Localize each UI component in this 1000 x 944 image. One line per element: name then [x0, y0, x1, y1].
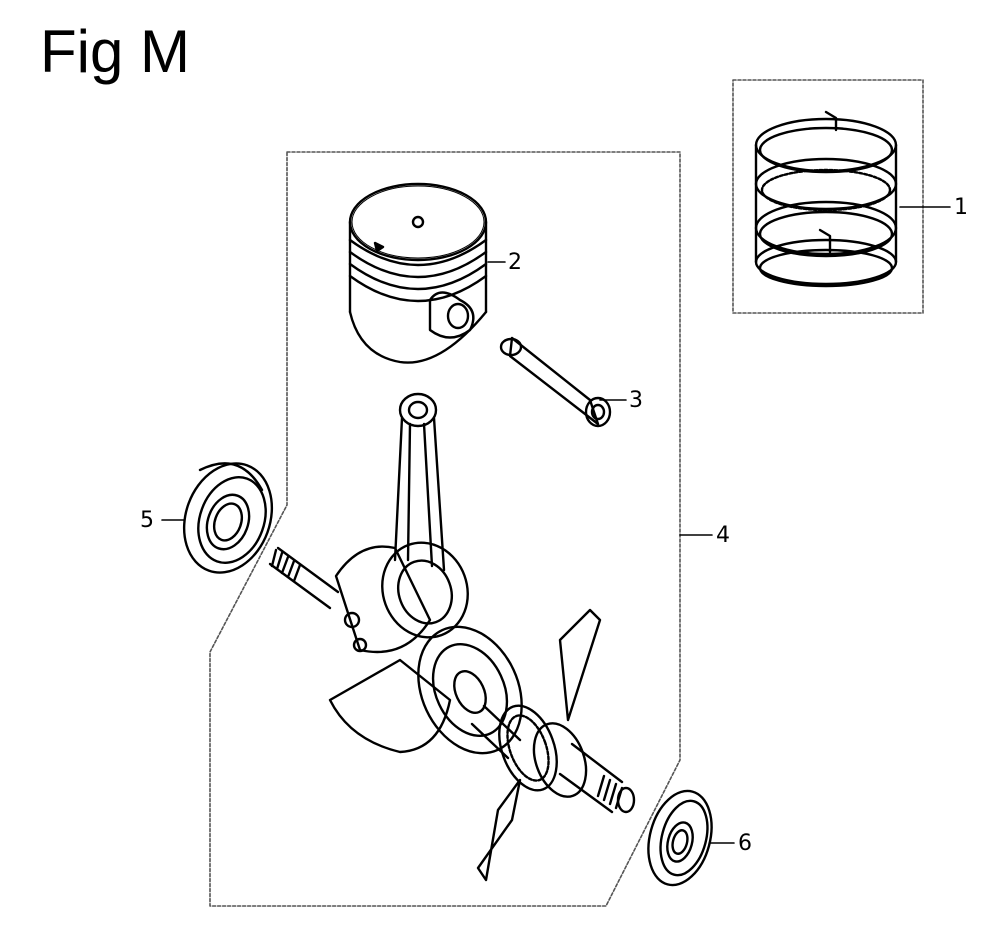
- callout-4: 4: [716, 523, 730, 548]
- piston-rings-icon: [754, 110, 898, 288]
- bearing-icon: [182, 462, 274, 574]
- callout-1: 1: [954, 195, 968, 220]
- fig-title: Fig M: [40, 18, 190, 85]
- crankshaft-icon: [268, 392, 636, 882]
- callout-2: 2: [508, 250, 522, 275]
- piston-pin-icon: [499, 336, 612, 428]
- ring-set-box: [732, 79, 924, 314]
- callout-5: 5: [140, 508, 154, 533]
- leader-lines: [161, 206, 951, 844]
- piston-icon: [348, 182, 488, 364]
- oil-seal-icon: [647, 789, 713, 887]
- callout-3: 3: [629, 388, 643, 413]
- crankshaft-assembly-boundary: [209, 151, 681, 907]
- callout-6: 6: [738, 831, 752, 856]
